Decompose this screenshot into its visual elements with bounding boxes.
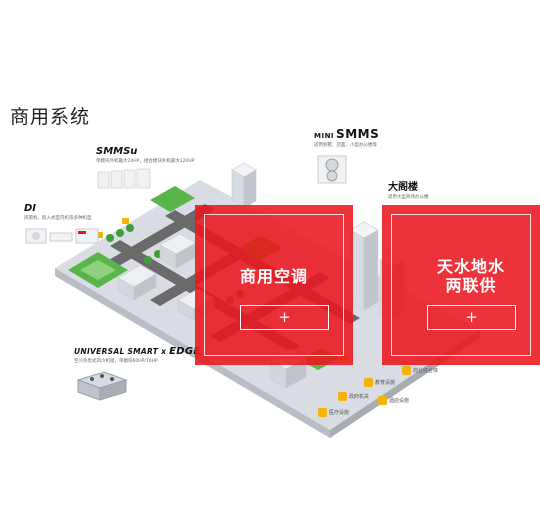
label-medical: 医疗设施 <box>318 408 349 417</box>
product-edge-desc: 空冷热泵式风冷机组，单模块60HP/70HP <box>74 359 158 364</box>
panel-water-heating-title: 天水地水两联供 <box>436 257 505 295</box>
product-edge[interactable]: UNIVERSAL SMART x EDGE 空冷热泵式风冷机组，单模块60HP… <box>74 346 201 406</box>
product-mini-smms-desc: 适用别墅、店面、小型办公楼等 <box>314 143 377 148</box>
expand-commercial-hvac-button[interactable]: + <box>240 305 329 330</box>
expand-water-heating-button[interactable]: + <box>427 305 516 330</box>
product-edge-name: UNIVERSAL SMART x EDGE <box>74 346 201 357</box>
product-smmsu-name: SMMSu <box>96 146 138 157</box>
smmsu-units-image <box>97 168 151 189</box>
label-education: 教育设施 <box>364 378 395 387</box>
panel-frame: 商用空调 + <box>204 214 344 356</box>
product-di-name: DI <box>24 203 37 214</box>
hotel-icon <box>378 396 387 405</box>
label-hotel: 酒店设施 <box>378 396 409 405</box>
product-di-desc: 风管机、嵌入式室内机等多种机型 <box>24 216 92 221</box>
mini-smms-unit-image <box>317 155 347 184</box>
product-da[interactable]: 大阁楼 适用大型商场办公楼 <box>388 178 429 200</box>
edge-chiller-image <box>76 371 128 401</box>
product-smmsu-desc: 单模块外机最大24HP，组合模块外机最大120HP <box>96 159 195 164</box>
building-icon <box>402 366 411 375</box>
panel-commercial-hvac[interactable]: 商用空调 + <box>195 205 353 365</box>
hospital-icon <box>318 408 327 417</box>
school-icon <box>364 378 373 387</box>
panel-water-heating[interactable]: 天水地水两联供 + <box>382 205 540 365</box>
product-da-name: 大阁楼 <box>388 182 418 193</box>
label-government: 政府机关 <box>338 392 369 401</box>
product-di[interactable]: DI 风管机、嵌入式室内机等多种机型 <box>24 203 104 249</box>
panel-frame: 天水地水两联供 + <box>391 214 531 356</box>
label-commercial: 商业综合体 <box>402 366 438 375</box>
di-units-image <box>25 228 99 244</box>
panel-commercial-hvac-title: 商用空调 <box>239 267 308 286</box>
product-da-desc: 适用大型商场办公楼 <box>388 195 429 200</box>
page-title: 商用系统 <box>10 106 91 128</box>
government-icon <box>338 392 347 401</box>
product-smmsu[interactable]: SMMSu 单模块外机最大24HP，组合模块外机最大120HP <box>96 146 195 194</box>
